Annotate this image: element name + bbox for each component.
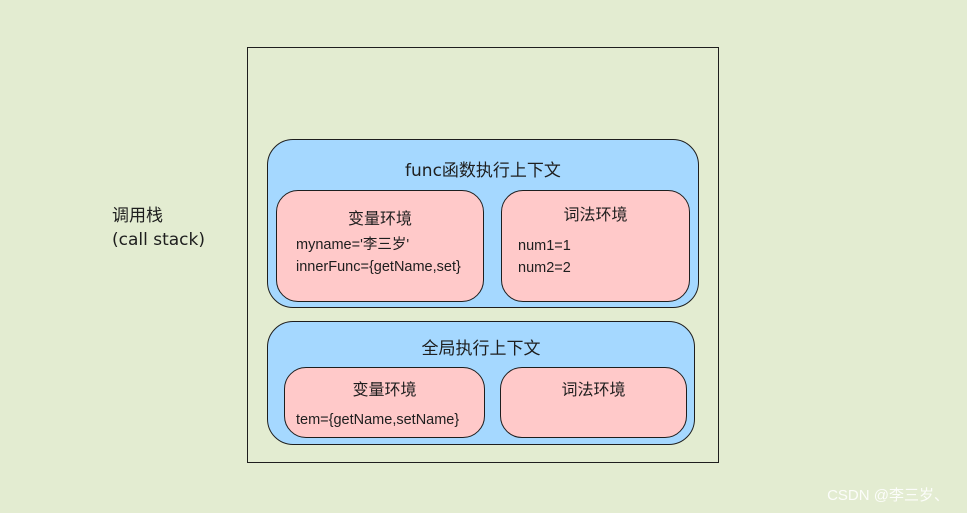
func-execution-context: func函数执行上下文 变量环境 myname='李三岁' innerFunc=…	[267, 139, 699, 308]
call-stack-frame	[247, 47, 719, 463]
func-variable-env-line: innerFunc={getName,set}	[296, 259, 461, 275]
func-lexical-environment: 词法环境 num1=1 num2=2	[501, 190, 690, 302]
func-variable-environment: 变量环境 myname='李三岁' innerFunc={getName,set…	[276, 190, 484, 302]
global-lexical-environment: 词法环境	[500, 367, 687, 438]
func-lexical-env-title: 词法环境	[563, 205, 628, 224]
func-lexical-env-line: num2=2	[518, 260, 571, 276]
func-lexical-env-line: num1=1	[518, 238, 571, 254]
global-lexical-env-title: 词法环境	[561, 380, 626, 399]
func-context-title: func函数执行上下文	[405, 161, 561, 181]
global-variable-environment: 变量环境 tem={getName,setName}	[284, 367, 485, 438]
func-lexical-env-lines: num1=1 num2=2	[518, 235, 571, 279]
global-variable-env-title: 变量环境	[352, 380, 417, 399]
call-stack-label-cn: 调用栈	[112, 206, 163, 226]
call-stack-label: 调用栈 (call stack)	[112, 204, 205, 252]
global-context-title: 全局执行上下文	[421, 339, 541, 359]
global-variable-env-line: tem={getName,setName}	[296, 412, 460, 428]
func-variable-env-line: myname='李三岁'	[296, 237, 410, 253]
global-execution-context: 全局执行上下文 变量环境 tem={getName,setName} 词法环境	[267, 321, 695, 445]
global-variable-env-lines: tem={getName,setName}	[296, 409, 459, 431]
func-variable-env-title: 变量环境	[347, 209, 412, 228]
func-variable-env-lines: myname='李三岁' innerFunc={getName,set}	[296, 234, 461, 278]
watermark: CSDN @李三岁、	[827, 487, 949, 504]
call-stack-label-en: (call stack)	[112, 230, 206, 250]
